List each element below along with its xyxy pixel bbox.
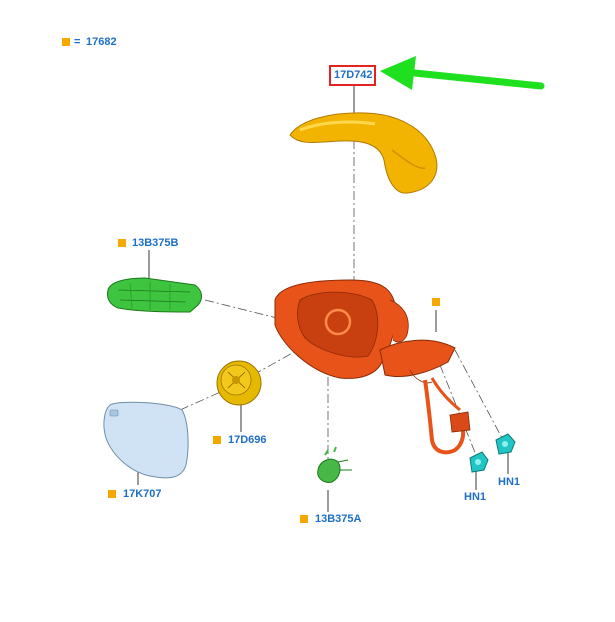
legend-code[interactable]: 17682 bbox=[86, 36, 117, 48]
leader-glass bbox=[179, 389, 226, 411]
bullet-housing bbox=[432, 298, 440, 306]
bullet-turn-signal bbox=[118, 239, 126, 247]
motor-part[interactable] bbox=[216, 360, 262, 406]
bullet-glass bbox=[108, 490, 116, 498]
mirror-glass-part[interactable] bbox=[103, 401, 189, 479]
bullet-puddle-lamp bbox=[300, 515, 308, 523]
mirror-cover-part[interactable] bbox=[289, 112, 438, 194]
label-cover[interactable]: 17D742 bbox=[334, 69, 373, 81]
label-connector-left[interactable]: HN1 bbox=[464, 491, 487, 503]
highlight-box bbox=[329, 65, 376, 86]
label-motor[interactable]: 17D696 bbox=[228, 434, 267, 446]
highlight-arrow bbox=[380, 56, 545, 90]
turn-signal-part[interactable] bbox=[107, 277, 203, 313]
puddle-lamp-part[interactable] bbox=[317, 446, 352, 483]
leader-turn-signal bbox=[204, 299, 286, 321]
leader-connector-1 bbox=[439, 364, 477, 456]
bullet-motor bbox=[213, 436, 221, 444]
mirror-housing-part[interactable] bbox=[274, 279, 456, 384]
label-puddle-lamp[interactable]: 13B375A bbox=[315, 513, 362, 525]
legend-equals: = bbox=[74, 36, 81, 48]
connector-part-right[interactable] bbox=[495, 433, 516, 455]
wiring-harness-part[interactable] bbox=[423, 377, 471, 455]
connector-part-left[interactable] bbox=[469, 451, 489, 473]
label-glass[interactable]: 17K707 bbox=[123, 488, 162, 500]
legend-bullet bbox=[62, 38, 70, 46]
label-turn-signal[interactable]: 13B375B bbox=[132, 237, 179, 249]
label-connector-right[interactable]: HN1 bbox=[498, 476, 521, 488]
